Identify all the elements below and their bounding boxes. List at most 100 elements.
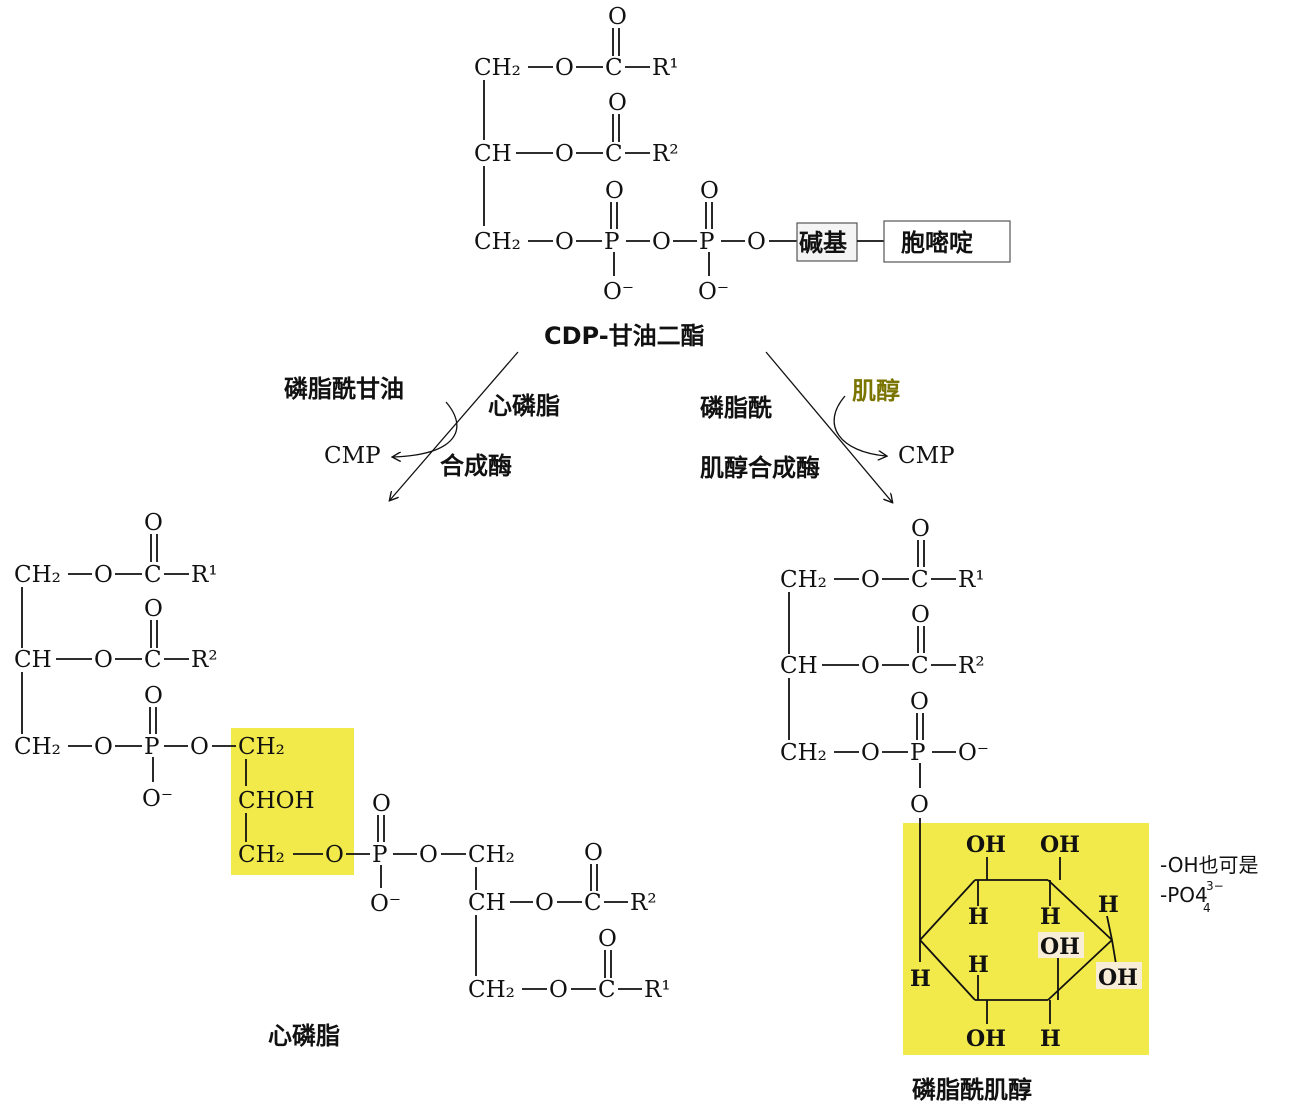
phosphoryl-oxygen: O xyxy=(372,791,391,817)
ch2-group: CH₂ xyxy=(780,740,827,766)
cardiolipin-structure: CH₂ O C O R¹ CH O C O R² CH₂ O P O O⁻ O xyxy=(14,510,671,1003)
ch-group: CH xyxy=(14,647,52,673)
acyl-r2: R² xyxy=(652,141,679,167)
left-reaction-arrow: 磷脂酰甘油 心磷脂 合成酶 CMP xyxy=(284,351,560,500)
carbonyl-oxygen: O xyxy=(911,516,930,542)
inositol-oh: OH xyxy=(1040,832,1080,858)
ester-oxygen: O xyxy=(94,647,113,673)
bridge-oxygen: O xyxy=(190,734,209,760)
acyl-r2: R² xyxy=(630,890,657,916)
phosphate-o-minus: O⁻ xyxy=(370,891,401,917)
phosphatidylinositol-structure: CH₂ O C O R¹ CH O C O R² CH₂ O P O O⁻ O xyxy=(780,516,1149,1055)
acyl-r2: R² xyxy=(191,647,218,673)
ribose-oxygen: O xyxy=(747,229,766,255)
ester-oxygen: O xyxy=(861,653,880,679)
ch2-group: CH₂ xyxy=(468,842,515,868)
cytidine-box xyxy=(883,220,1011,263)
phosphorus: P xyxy=(144,734,159,760)
carbonyl-oxygen: O xyxy=(144,596,163,622)
left-cmp-label: CMP xyxy=(324,443,381,469)
carbonyl-carbon: C xyxy=(144,647,162,673)
choh-group: CHOH xyxy=(238,788,315,814)
phosphoryl-oxygen: O xyxy=(144,683,163,709)
left-enzyme-line3: 合成酶 xyxy=(440,452,512,480)
left-enzyme-line1: 磷脂酰甘油 xyxy=(284,375,404,403)
acyl-r1: R¹ xyxy=(644,977,671,1003)
carbonyl-carbon: C xyxy=(598,977,616,1003)
ester-oxygen: O xyxy=(549,977,568,1003)
base-box xyxy=(796,222,858,262)
inositol-oh: OH xyxy=(966,832,1006,858)
phosphorus: P xyxy=(372,842,387,868)
ch2-group: CH₂ xyxy=(238,734,285,760)
ester-oxygen: O xyxy=(535,890,554,916)
left-main-arrow xyxy=(390,351,519,500)
glycerol-highlight xyxy=(231,728,354,875)
ch2-group: CH₂ xyxy=(14,562,61,588)
carbonyl-carbon: C xyxy=(605,141,623,167)
note-subscript: 4 xyxy=(1203,901,1211,915)
phosphatidylinositol-label: 磷脂酰肌醇 xyxy=(912,1076,1032,1104)
inositol-oh: OH xyxy=(1098,965,1138,991)
phosphate-o-minus: O⁻ xyxy=(142,786,173,812)
phosphoryl-oxygen: O xyxy=(910,689,929,715)
phosphoryl-oxygen: O xyxy=(700,178,719,204)
inositol-substrate-label: 肌醇 xyxy=(852,377,900,405)
carbonyl-oxygen: O xyxy=(584,840,603,866)
phosphate-o-minus: O⁻ xyxy=(958,740,989,766)
inositol-h: H xyxy=(910,966,931,992)
ch-group: CH xyxy=(780,653,818,679)
bridge-oxygen: O xyxy=(325,842,344,868)
carbonyl-carbon: C xyxy=(584,890,602,916)
note-line1: -OH也可是 xyxy=(1160,853,1259,877)
inositol-oh: OH xyxy=(966,1026,1006,1052)
carbonyl-carbon: C xyxy=(911,567,929,593)
bridge-oxygen: O xyxy=(555,229,574,255)
ch2-group: CH₂ xyxy=(468,977,515,1003)
carbonyl-oxygen: O xyxy=(144,510,163,536)
inositol-highlight xyxy=(903,823,1149,1055)
cdp-diacylglycerol-structure: CH₂ O C O R¹ CH O C O R² CH₂ O P O O⁻ xyxy=(474,4,1011,305)
right-cmp-label: CMP xyxy=(898,443,955,469)
ch2-group: CH₂ xyxy=(14,734,61,760)
phosphoryl-oxygen: O xyxy=(605,178,624,204)
right-cmp-arrow xyxy=(833,395,886,456)
base-box-label: 碱基 xyxy=(799,229,848,257)
inositol-h: H xyxy=(968,904,989,930)
bridge-oxygen: O xyxy=(419,842,438,868)
inositol-h: H xyxy=(1098,892,1119,918)
inositol-linking-oxygen: O xyxy=(910,792,929,818)
right-enzyme-line1: 磷脂酰 xyxy=(700,394,772,422)
bridge-oxygen: O xyxy=(861,740,880,766)
phosphate-o-minus: O⁻ xyxy=(603,279,634,305)
phosphate-substitution-note: -OH也可是 -PO4 4 3− xyxy=(1160,853,1259,915)
ch2-group: CH₂ xyxy=(238,842,285,868)
ester-oxygen: O xyxy=(555,141,574,167)
ch-group: CH xyxy=(468,890,506,916)
left-enzyme-line2: 心磷脂 xyxy=(488,392,560,420)
oh-label-backdrop xyxy=(1096,962,1142,989)
inositol-h: H xyxy=(968,952,989,978)
phosphorus-2: P xyxy=(699,229,714,255)
cdp-dag-label: CDP-甘油二酯 xyxy=(544,322,705,350)
acyl-r2: R² xyxy=(958,653,985,679)
note-line2: -PO4 xyxy=(1160,883,1208,907)
inositol-oh: OH xyxy=(1040,934,1080,960)
cardiolipin-label: 心磷脂 xyxy=(268,1022,340,1050)
acyl-r1: R¹ xyxy=(652,55,679,81)
ch-group: CH xyxy=(474,141,512,167)
carbonyl-carbon: C xyxy=(911,653,929,679)
ch2-group: CH₂ xyxy=(780,567,827,593)
inositol-h: H xyxy=(1040,904,1061,930)
cytidine-box-label: 胞嘧啶 xyxy=(901,229,973,257)
carbonyl-carbon: C xyxy=(605,55,623,81)
oh-label-backdrop xyxy=(1038,932,1084,958)
right-reaction-arrow: 肌醇 磷脂酰 肌醇合成酶 CMP xyxy=(700,351,955,502)
carbonyl-oxygen: O xyxy=(608,90,627,116)
carbonyl-oxygen: O xyxy=(911,602,930,628)
carbonyl-oxygen: O xyxy=(598,926,617,952)
note-charge: 3− xyxy=(1206,879,1224,893)
acyl-r1: R¹ xyxy=(191,562,218,588)
bridge-oxygen: O xyxy=(94,734,113,760)
anhydride-oxygen: O xyxy=(652,229,671,255)
